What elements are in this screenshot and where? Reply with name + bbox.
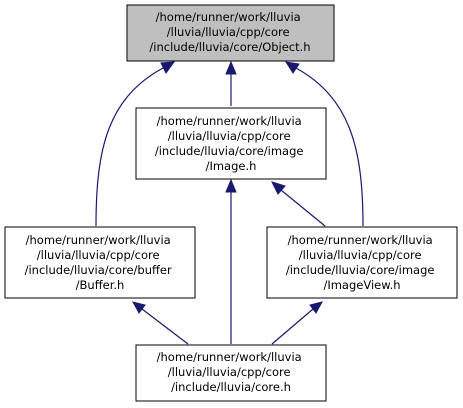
node-imageview-h[interactable]: /home/runner/work/lluvia /lluvia/lluvia/…: [266, 226, 458, 299]
edge-imageview-to-image: [280, 189, 326, 227]
edge-core-to-imageview: [271, 308, 314, 345]
arrowhead-core-to-buffer: [132, 301, 146, 314]
node-buffer-h[interactable]: /home/runner/work/lluvia /lluvia/lluvia/…: [4, 226, 196, 299]
node-object-h-box: [126, 4, 335, 62]
arrowhead-imageview-to-image: [271, 181, 286, 195]
arrowhead-image-to-object: [225, 60, 237, 75]
arrowhead-imageview-to-object: [284, 61, 300, 74]
node-object-h[interactable]: /home/runner/work/lluvia /lluvia/lluvia/…: [126, 4, 335, 62]
node-core-h-box: [135, 344, 327, 402]
arrowhead-core-to-image: [225, 178, 237, 193]
node-imageview-h-box: [266, 226, 458, 299]
node-core-h-label: /home/runner/work/lluvia /lluvia/lluvia/…: [157, 350, 306, 394]
node-image-h[interactable]: /home/runner/work/lluvia /lluvia/lluvia/…: [135, 107, 327, 180]
edge-imageview-to-object: [295, 67, 364, 227]
node-object-h-label: /home/runner/work/lluvia /lluvia/lluvia/…: [149, 10, 310, 54]
edge-core-to-buffer: [141, 308, 189, 345]
node-core-h[interactable]: /home/runner/work/lluvia /lluvia/lluvia/…: [135, 344, 327, 402]
edge-buffer-to-object: [95, 67, 164, 227]
node-buffer-h-label: /home/runner/work/lluvia /lluvia/lluvia/…: [25, 233, 176, 292]
node-imageview-h-label: /home/runner/work/lluvia /lluvia/lluvia/…: [286, 233, 438, 292]
node-image-h-box: [135, 107, 327, 180]
node-buffer-h-box: [4, 226, 196, 299]
arrowhead-buffer-to-object: [160, 61, 176, 74]
edges: [95, 60, 364, 345]
arrowhead-core-to-imageview: [309, 301, 323, 314]
node-image-h-label: /home/runner/work/lluvia /lluvia/lluvia/…: [155, 114, 307, 173]
